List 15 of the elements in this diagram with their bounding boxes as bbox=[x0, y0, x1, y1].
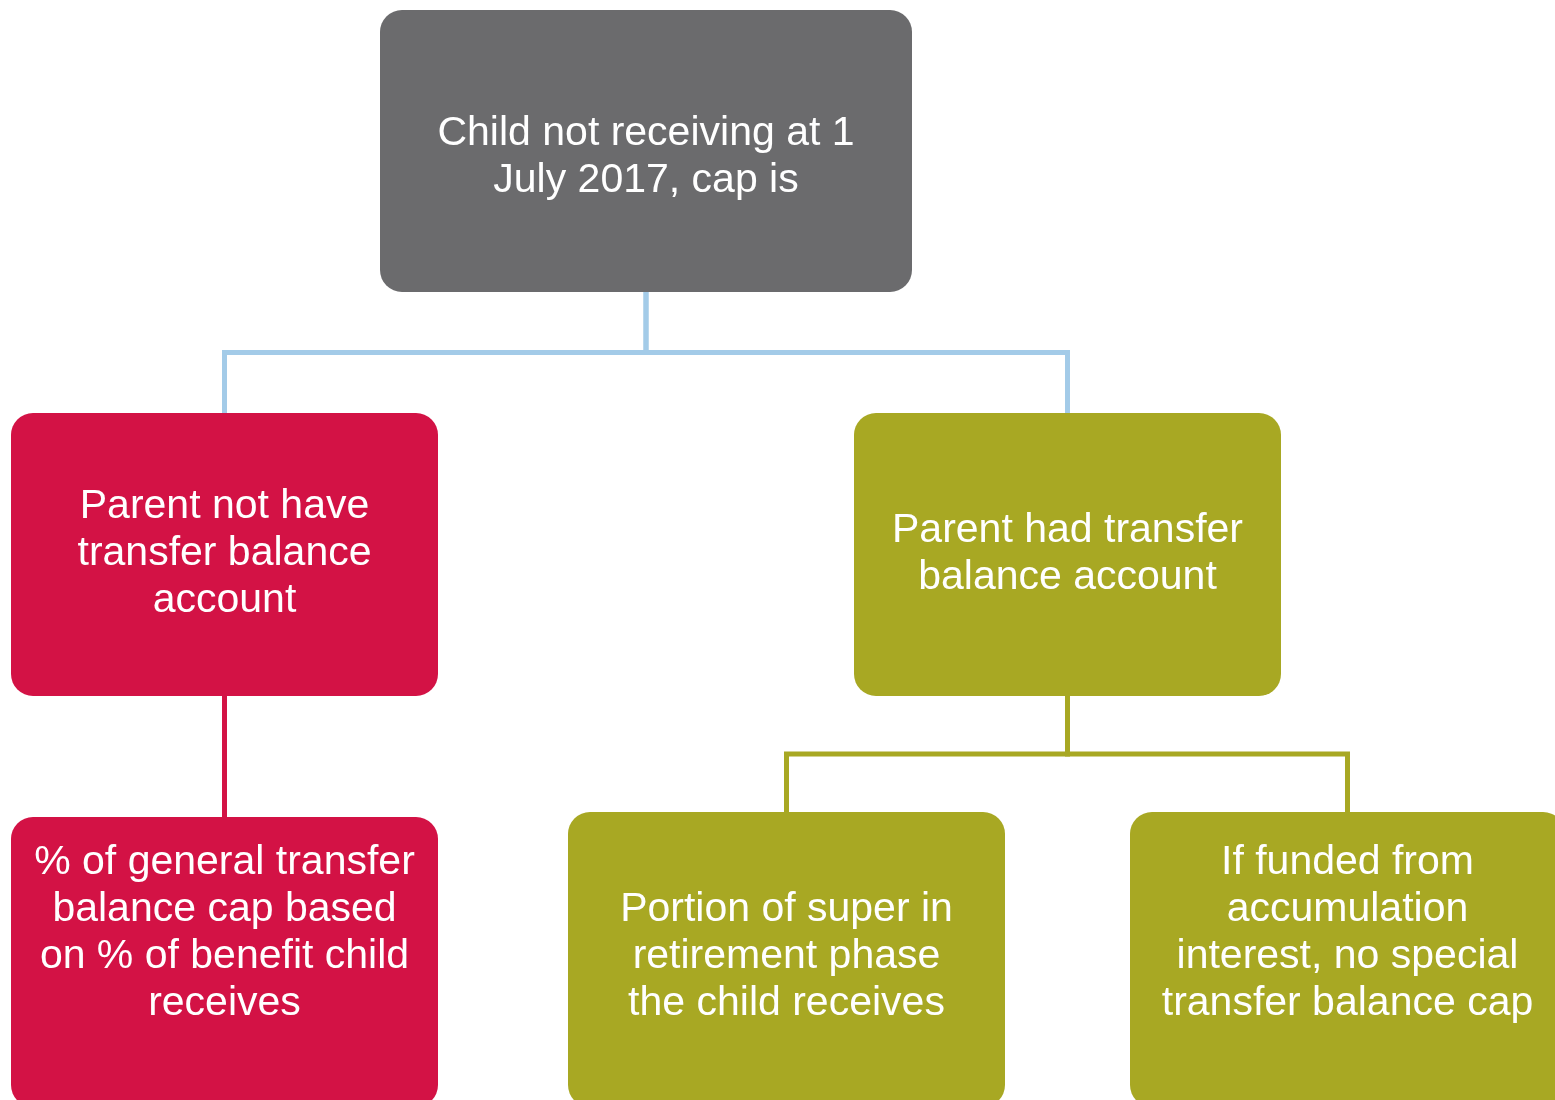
process-box bbox=[11, 817, 438, 1100]
process-box bbox=[1130, 812, 1555, 1100]
connector-line bbox=[222, 696, 227, 817]
box-text: Parent not have transfer balance account bbox=[76, 481, 373, 622]
box-text: If funded from accumulation interest, no special transfer balance cap bbox=[1160, 837, 1535, 1025]
box-text: Child not receiving at 1 July 2017, cap is bbox=[436, 108, 856, 202]
process-box bbox=[854, 413, 1281, 696]
box-text: Portion of super in retirement phase the child receives bbox=[619, 884, 954, 1025]
connector-line bbox=[643, 292, 1070, 413]
box-text: % of general transfer balance cap based on % of benefit child receives bbox=[33, 837, 416, 1025]
process-box bbox=[568, 812, 1005, 1100]
process-box bbox=[11, 413, 438, 696]
connector-line bbox=[1065, 696, 1350, 812]
box-text: Parent had transfer balance account bbox=[891, 505, 1244, 599]
process-box bbox=[380, 10, 912, 292]
